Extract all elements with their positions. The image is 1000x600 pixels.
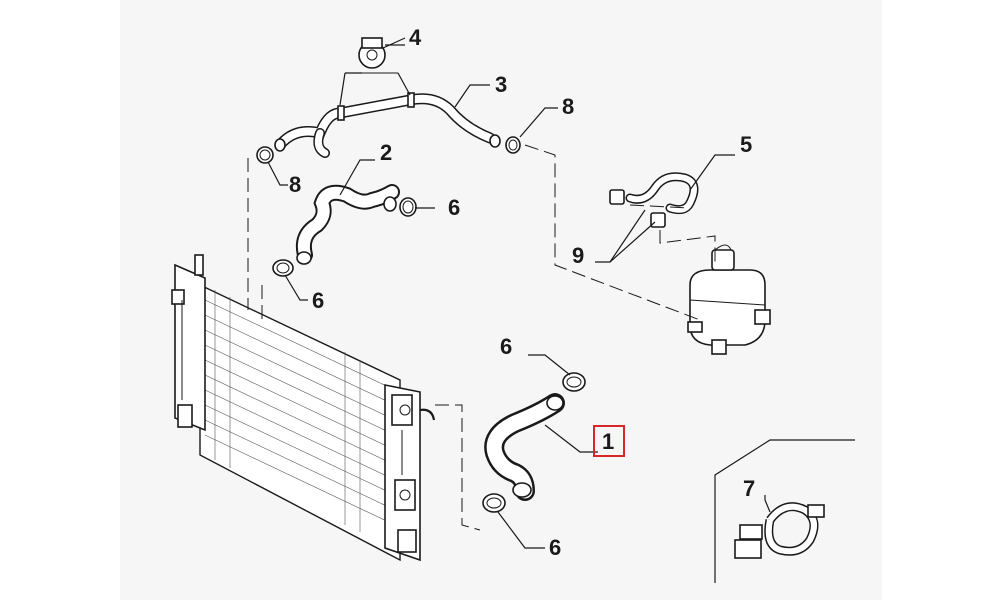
expansion-tank bbox=[687, 244, 771, 355]
callout-1-highlight-box bbox=[593, 425, 625, 457]
part-6-clamp-b bbox=[272, 259, 294, 277]
part-2-hose bbox=[295, 184, 400, 265]
callout-7: 7 bbox=[743, 476, 755, 501]
callout-2: 2 bbox=[380, 140, 392, 165]
part-5-small-hose bbox=[625, 172, 699, 215]
part-3-upper-hose bbox=[274, 72, 501, 158]
part-4-thermostat bbox=[345, 37, 405, 74]
callout-5: 5 bbox=[740, 132, 752, 157]
part-1-lower-hose bbox=[484, 393, 565, 501]
callout-8-left: 8 bbox=[289, 172, 301, 197]
part-6-clamp-c bbox=[562, 372, 586, 392]
callout-6-upper: 6 bbox=[448, 195, 460, 220]
part-7-detail bbox=[714, 439, 855, 583]
part-8-clamp-upper-right bbox=[505, 136, 521, 154]
routing-dashes bbox=[247, 144, 716, 531]
radiator bbox=[171, 254, 436, 562]
callout-1: 1 bbox=[602, 429, 614, 454]
callout-3: 3 bbox=[495, 72, 507, 97]
callout-8-right: 8 bbox=[562, 94, 574, 119]
callouts: 4 3 8 5 2 8 6 9 6 6 6 7 1 bbox=[289, 25, 755, 560]
callout-6-radiator: 6 bbox=[312, 288, 324, 313]
callout-6-lower-top: 6 bbox=[500, 334, 512, 359]
part-6-clamp-d bbox=[482, 493, 506, 513]
callout-6-lower-bottom: 6 bbox=[549, 535, 561, 560]
callout-4: 4 bbox=[409, 25, 422, 50]
callout-9: 9 bbox=[572, 243, 584, 268]
part-8-clamp-upper-left bbox=[256, 146, 274, 164]
part-6-clamp-a bbox=[399, 197, 417, 217]
leader-lines bbox=[267, 37, 771, 549]
part-9-clips bbox=[609, 189, 666, 228]
